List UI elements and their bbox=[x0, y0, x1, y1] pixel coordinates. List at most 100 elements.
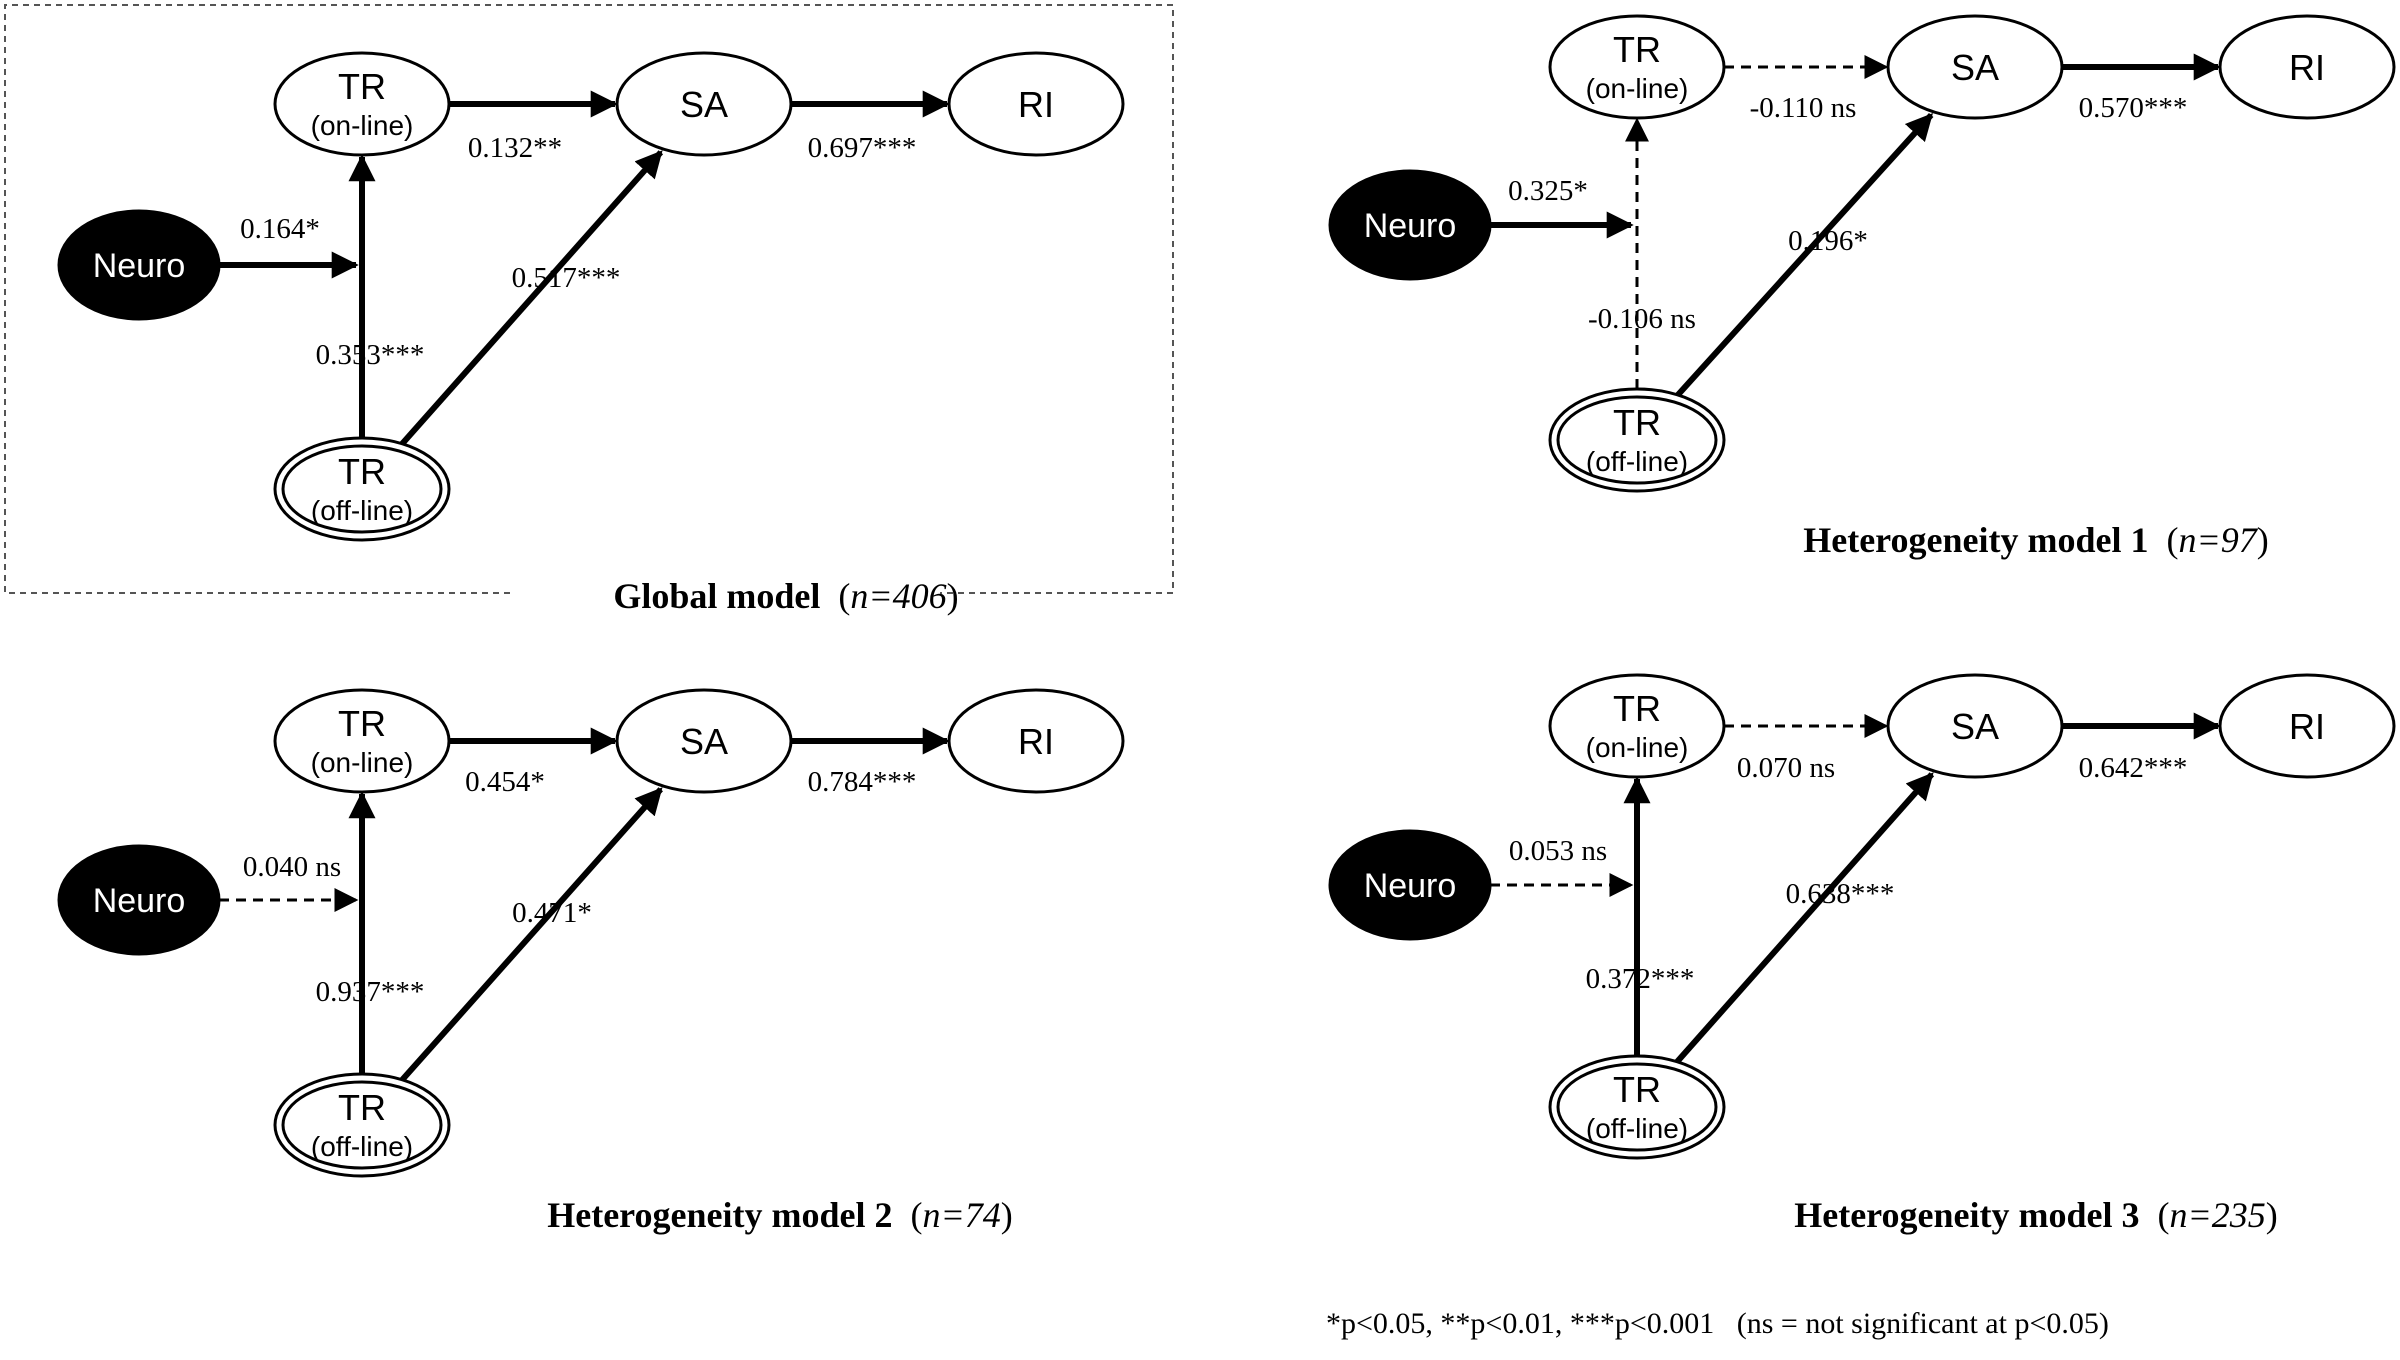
node-sa-ellipse bbox=[1886, 14, 2064, 120]
node-tr-online: TR(on-line) bbox=[273, 51, 451, 157]
neuro-label: Neuro bbox=[93, 882, 186, 920]
coef-offline-to-online: 0.372*** bbox=[1586, 963, 1695, 995]
node-tr-online-label: TR bbox=[338, 703, 386, 744]
coef-online-to-sa: 0.132** bbox=[468, 132, 562, 164]
caption-title: Heterogeneity model 1 bbox=[1803, 520, 2148, 560]
node-tr-offline-label: TR bbox=[1613, 402, 1661, 443]
caption-sample-size: n=97 bbox=[2178, 520, 2258, 560]
coef-online-to-sa: -0.110 ns bbox=[1750, 92, 1857, 124]
node-tr-offline: TR(off-line) bbox=[273, 436, 451, 542]
node-sa-ellipse bbox=[615, 688, 793, 794]
node-neuro: Neuro bbox=[1328, 169, 1492, 281]
neuro-label: Neuro bbox=[1364, 207, 1457, 245]
neuro-ellipse bbox=[57, 209, 221, 321]
node-tr-offline-inner-ellipse bbox=[281, 444, 443, 534]
caption-close-paren: ) bbox=[1001, 1195, 1013, 1235]
coef-offline-to-sa: 0.196* bbox=[1788, 225, 1868, 257]
coef-offline-to-sa: 0.517*** bbox=[512, 262, 621, 294]
node-tr-online-label: TR bbox=[338, 66, 386, 107]
caption-sample-size: n=235 bbox=[2169, 1195, 2265, 1235]
node-sa-label: SA bbox=[680, 721, 728, 762]
node-tr-online-ellipse bbox=[273, 688, 451, 794]
global-model-frame bbox=[4, 4, 1174, 594]
edge-offline-to-sa bbox=[399, 150, 664, 446]
caption-close-paren: ) bbox=[947, 576, 959, 616]
coef-online-to-sa: 0.454* bbox=[465, 766, 545, 798]
node-sa: SA bbox=[1886, 673, 2064, 779]
caption-open-paren: ( bbox=[2157, 1195, 2169, 1235]
node-ri-ellipse bbox=[2218, 673, 2396, 779]
node-tr-online-label: TR bbox=[1613, 29, 1661, 70]
node-tr-offline: TR(off-line) bbox=[1548, 1054, 1726, 1160]
node-ri-label: RI bbox=[2289, 706, 2325, 747]
node-ri: RI bbox=[947, 51, 1125, 157]
node-ri: RI bbox=[2218, 673, 2396, 779]
node-ri: RI bbox=[2218, 14, 2396, 120]
node-ri-label: RI bbox=[1018, 721, 1054, 762]
node-tr-offline: TR(off-line) bbox=[273, 1072, 451, 1178]
node-sa-ellipse bbox=[615, 51, 793, 157]
model-caption: Heterogeneity model 3(n=235) bbox=[1794, 1195, 2278, 1235]
node-sa: SA bbox=[1886, 14, 2064, 120]
caption-sample-size: n=74 bbox=[922, 1195, 1000, 1235]
node-sa: SA bbox=[615, 51, 793, 157]
node-tr-online-sublabel: (on-line) bbox=[311, 747, 414, 778]
node-tr-online: TR(on-line) bbox=[1548, 673, 1726, 779]
node-ri-label: RI bbox=[2289, 47, 2325, 88]
model-caption: Heterogeneity model 1 (n=97) bbox=[1803, 520, 2269, 560]
edge-offline-to-sa bbox=[400, 787, 663, 1082]
neuro-ellipse bbox=[57, 844, 221, 956]
caption-close-paren: ) bbox=[2257, 520, 2269, 560]
node-tr-offline-sublabel: (off-line) bbox=[1586, 446, 1688, 477]
neuro-ellipse bbox=[1328, 169, 1492, 281]
node-tr-offline-inner-ellipse bbox=[1556, 1062, 1718, 1152]
edge-offline-to-sa bbox=[1675, 113, 1934, 397]
node-tr-offline-label: TR bbox=[1613, 1069, 1661, 1110]
node-sa: SA bbox=[615, 688, 793, 794]
coef-offline-to-sa: 0.471* bbox=[512, 897, 592, 929]
neuro-ellipse bbox=[1328, 829, 1492, 941]
node-tr-offline-label: TR bbox=[338, 451, 386, 492]
coef-online-to-sa: 0.070 ns bbox=[1737, 752, 1835, 784]
coef-neuro-to-tr: 0.053 ns bbox=[1509, 835, 1607, 867]
caption-open-paren: ( bbox=[910, 1195, 922, 1235]
node-tr-online-sublabel: (on-line) bbox=[1586, 73, 1689, 104]
node-tr-offline-inner-ellipse bbox=[1556, 395, 1718, 485]
caption-sample-size: n=406 bbox=[850, 576, 946, 616]
node-tr-online-sublabel: (on-line) bbox=[311, 110, 414, 141]
coef-offline-to-online: 0.353*** bbox=[316, 339, 425, 371]
neuro-label: Neuro bbox=[1364, 867, 1457, 905]
node-tr-offline-inner-ellipse bbox=[281, 1080, 443, 1170]
coef-neuro-to-tr: 0.325* bbox=[1508, 175, 1588, 207]
coef-neuro-to-tr: 0.164* bbox=[240, 213, 320, 245]
model-caption: Global model (n=406) bbox=[613, 576, 958, 616]
node-tr-offline-sublabel: (off-line) bbox=[311, 495, 413, 526]
node-ri-label: RI bbox=[1018, 84, 1054, 125]
node-sa-label: SA bbox=[1951, 706, 1999, 747]
node-ri-ellipse bbox=[947, 51, 1125, 157]
node-tr-offline-label: TR bbox=[338, 1087, 386, 1128]
edge-offline-to-sa bbox=[1674, 772, 1935, 1064]
caption-title: Heterogeneity model 2 bbox=[547, 1195, 892, 1235]
model-caption: Heterogeneity model 2 (n=74) bbox=[547, 1195, 1013, 1235]
caption-title: Global model bbox=[613, 576, 820, 616]
node-neuro: Neuro bbox=[57, 209, 221, 321]
caption-open-paren: ( bbox=[838, 576, 850, 616]
node-tr-offline-sublabel: (off-line) bbox=[1586, 1113, 1688, 1144]
neuro-label: Neuro bbox=[93, 247, 186, 285]
node-tr-offline-sublabel: (off-line) bbox=[311, 1131, 413, 1162]
node-tr-online: TR(on-line) bbox=[1548, 14, 1726, 120]
coef-neuro-to-tr: 0.040 ns bbox=[243, 851, 341, 883]
coef-offline-to-sa: 0.638*** bbox=[1786, 878, 1895, 910]
caption-open-paren: ( bbox=[2166, 520, 2178, 560]
coef-sa-to-ri: 0.642*** bbox=[2079, 752, 2188, 784]
node-ri: RI bbox=[947, 688, 1125, 794]
coef-offline-to-online: -0.106 ns bbox=[1588, 303, 1696, 335]
node-tr-online-ellipse bbox=[1548, 14, 1726, 120]
node-sa-ellipse bbox=[1886, 673, 2064, 779]
coef-offline-to-online: 0.937*** bbox=[316, 976, 425, 1008]
